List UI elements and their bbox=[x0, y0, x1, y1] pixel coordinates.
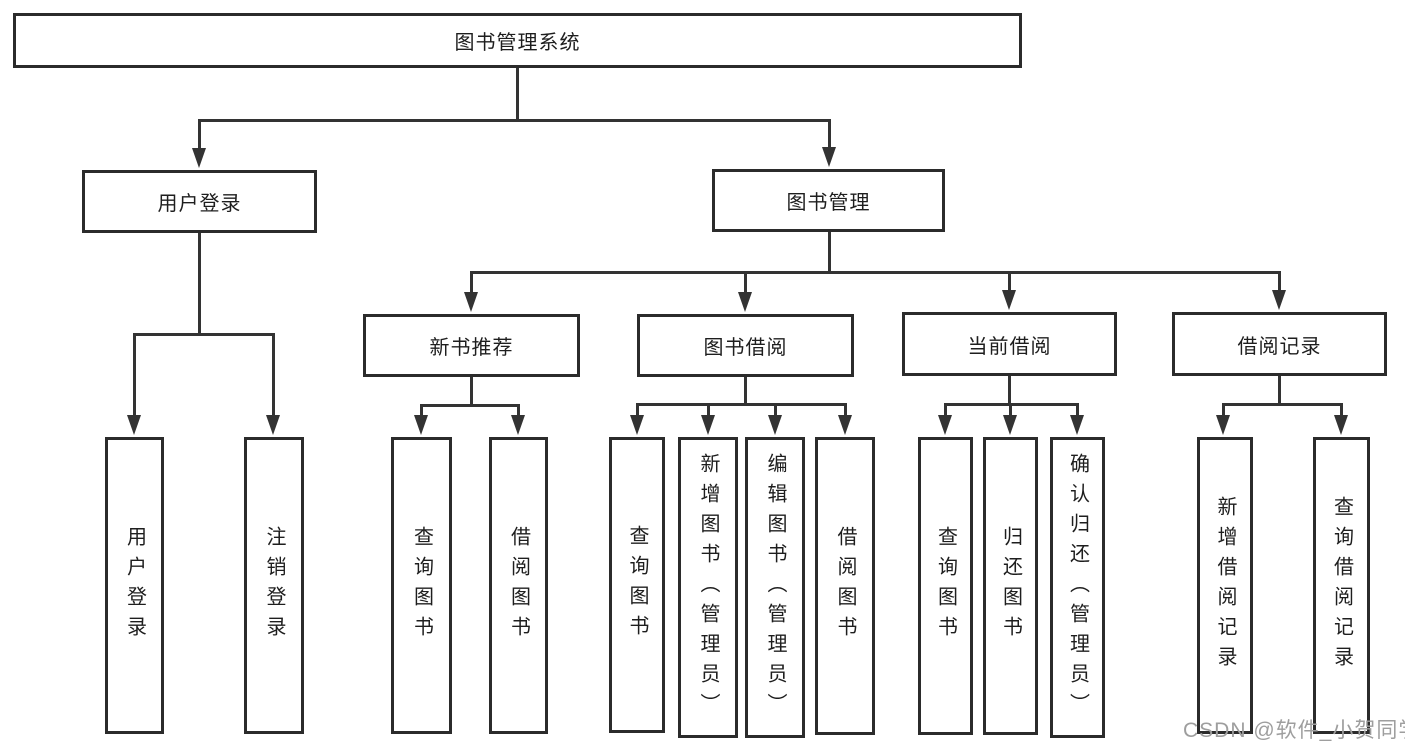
connector-drop-nb-query bbox=[420, 404, 423, 416]
node-current-borrow: 当前借阅 bbox=[902, 312, 1117, 376]
connector-new-book-rec-stem bbox=[470, 377, 473, 407]
node-br-add-record-label: 新增借阅记录 bbox=[1214, 495, 1236, 676]
node-book-mgmt-label: 图书管理 bbox=[786, 192, 871, 214]
node-bb-query-books: 查询图书 bbox=[609, 437, 665, 733]
connector-book-borrow-bus bbox=[636, 403, 846, 406]
node-bb-edit-books-label: 编辑图书（管理员） bbox=[764, 452, 786, 723]
connector-drop-ul-logout bbox=[272, 333, 275, 417]
arrow-down-nb-borrow bbox=[511, 415, 525, 435]
arrow-down-book-mgmt bbox=[822, 147, 836, 167]
connector-drop-bb-query bbox=[636, 403, 639, 416]
connector-drop-nb-borrow bbox=[517, 404, 520, 416]
arrow-down-bb-borrow bbox=[838, 415, 852, 435]
arrow-down-cb-return bbox=[1003, 415, 1017, 435]
connector-drop-ul-user-login bbox=[133, 333, 136, 417]
connector-book-mgmt-stem bbox=[828, 232, 831, 274]
node-ul-logout: 注销登录 bbox=[244, 437, 304, 734]
node-bb-borrow-books-label: 借阅图书 bbox=[834, 526, 856, 646]
node-new-book-rec-label: 新书推荐 bbox=[429, 337, 514, 359]
node-ul-logout-label: 注销登录 bbox=[263, 525, 285, 646]
node-bb-add-books: 新增图书（管理员） bbox=[678, 437, 738, 738]
csdn-watermark: CSDN @软件_小贺同学 bbox=[1183, 719, 1405, 742]
node-nb-borrow-books-label: 借阅图书 bbox=[507, 525, 530, 646]
node-nb-borrow-books: 借阅图书 bbox=[489, 437, 548, 734]
connector-user-login-bus bbox=[133, 333, 274, 336]
arrow-down-ul-user-login bbox=[127, 415, 141, 435]
connector-current-borrow-stem bbox=[1008, 376, 1011, 406]
connector-drop-user-login bbox=[198, 119, 201, 150]
connector-book-mgmt-bus bbox=[470, 271, 1281, 274]
connector-drop-cb-query bbox=[944, 403, 947, 416]
node-root: 图书管理系统 bbox=[13, 13, 1022, 68]
connector-drop-current-borrow bbox=[1008, 271, 1011, 292]
connector-drop-borrow-records bbox=[1278, 271, 1281, 292]
connector-root-stem bbox=[516, 68, 519, 120]
node-user-login: 用户登录 bbox=[82, 170, 317, 233]
arrow-down-br-add bbox=[1216, 415, 1230, 435]
arrow-down-ul-logout bbox=[266, 415, 280, 435]
node-book-borrow: 图书借阅 bbox=[637, 314, 854, 377]
node-current-borrow-label: 当前借阅 bbox=[967, 335, 1052, 358]
connector-borrow-records-stem bbox=[1278, 376, 1281, 406]
arrow-down-user-login bbox=[192, 148, 206, 168]
connector-drop-bb-add bbox=[707, 403, 710, 416]
connector-user-login-stem bbox=[198, 233, 201, 336]
node-br-query-record: 查询借阅记录 bbox=[1313, 437, 1370, 734]
connector-root-bus bbox=[198, 119, 831, 122]
node-user-login-label: 用户登录 bbox=[157, 193, 242, 215]
node-bb-add-books-label: 新增图书（管理员） bbox=[697, 452, 719, 723]
node-borrow-records-label: 借阅记录 bbox=[1237, 335, 1322, 358]
node-root-label: 图书管理系统 bbox=[454, 32, 581, 54]
arrow-down-book-borrow bbox=[738, 292, 752, 312]
node-br-add-record: 新增借阅记录 bbox=[1197, 437, 1253, 734]
node-ul-user-login: 用户登录 bbox=[105, 437, 164, 734]
arrow-down-nb-query bbox=[414, 415, 428, 435]
node-cb-confirm-return: 确认归还（管理员） bbox=[1050, 437, 1105, 738]
arrow-down-bb-edit bbox=[768, 415, 782, 435]
node-book-mgmt: 图书管理 bbox=[712, 169, 945, 232]
node-bb-borrow-books: 借阅图书 bbox=[815, 437, 875, 735]
arrow-down-cb-confirm bbox=[1070, 415, 1084, 435]
node-book-borrow-label: 图书借阅 bbox=[703, 337, 788, 359]
node-bb-query-books-label: 查询图书 bbox=[626, 525, 648, 645]
arrow-down-bb-add bbox=[701, 415, 715, 435]
node-borrow-records: 借阅记录 bbox=[1172, 312, 1387, 376]
arrow-down-bb-query bbox=[630, 415, 644, 435]
arrow-down-borrow-records bbox=[1272, 290, 1286, 310]
node-br-query-record-label: 查询借阅记录 bbox=[1330, 495, 1353, 676]
node-ul-user-login-label: 用户登录 bbox=[123, 525, 146, 646]
node-cb-confirm-return-label: 确认归还（管理员） bbox=[1066, 452, 1089, 723]
connector-drop-cb-confirm bbox=[1076, 403, 1079, 416]
arrow-down-br-query bbox=[1334, 415, 1348, 435]
arrow-down-current-borrow bbox=[1002, 290, 1016, 310]
connector-drop-cb-return bbox=[1009, 403, 1012, 416]
connector-borrow-records-bus bbox=[1222, 403, 1343, 406]
connector-drop-br-add bbox=[1222, 403, 1225, 416]
node-nb-query-books-label: 查询图书 bbox=[410, 525, 433, 646]
connector-new-book-rec-bus bbox=[420, 404, 520, 407]
node-cb-query-books-label: 查询图书 bbox=[934, 526, 957, 646]
node-cb-return-books: 归还图书 bbox=[983, 437, 1038, 735]
node-new-book-rec: 新书推荐 bbox=[363, 314, 580, 377]
connector-drop-book-borrow bbox=[744, 271, 747, 293]
node-nb-query-books: 查询图书 bbox=[391, 437, 452, 734]
arrow-down-new-book-rec bbox=[464, 292, 478, 312]
connector-drop-book-mgmt bbox=[828, 119, 831, 149]
arrow-down-cb-query bbox=[938, 415, 952, 435]
connector-drop-br-query bbox=[1340, 403, 1343, 416]
node-bb-edit-books: 编辑图书（管理员） bbox=[745, 437, 805, 738]
connector-drop-bb-borrow bbox=[844, 403, 847, 416]
connector-drop-new-book-rec bbox=[470, 271, 473, 293]
connector-book-borrow-stem bbox=[744, 377, 747, 406]
connector-drop-bb-edit bbox=[774, 403, 777, 416]
node-cb-query-books: 查询图书 bbox=[918, 437, 973, 735]
node-cb-return-books-label: 归还图书 bbox=[999, 526, 1022, 646]
